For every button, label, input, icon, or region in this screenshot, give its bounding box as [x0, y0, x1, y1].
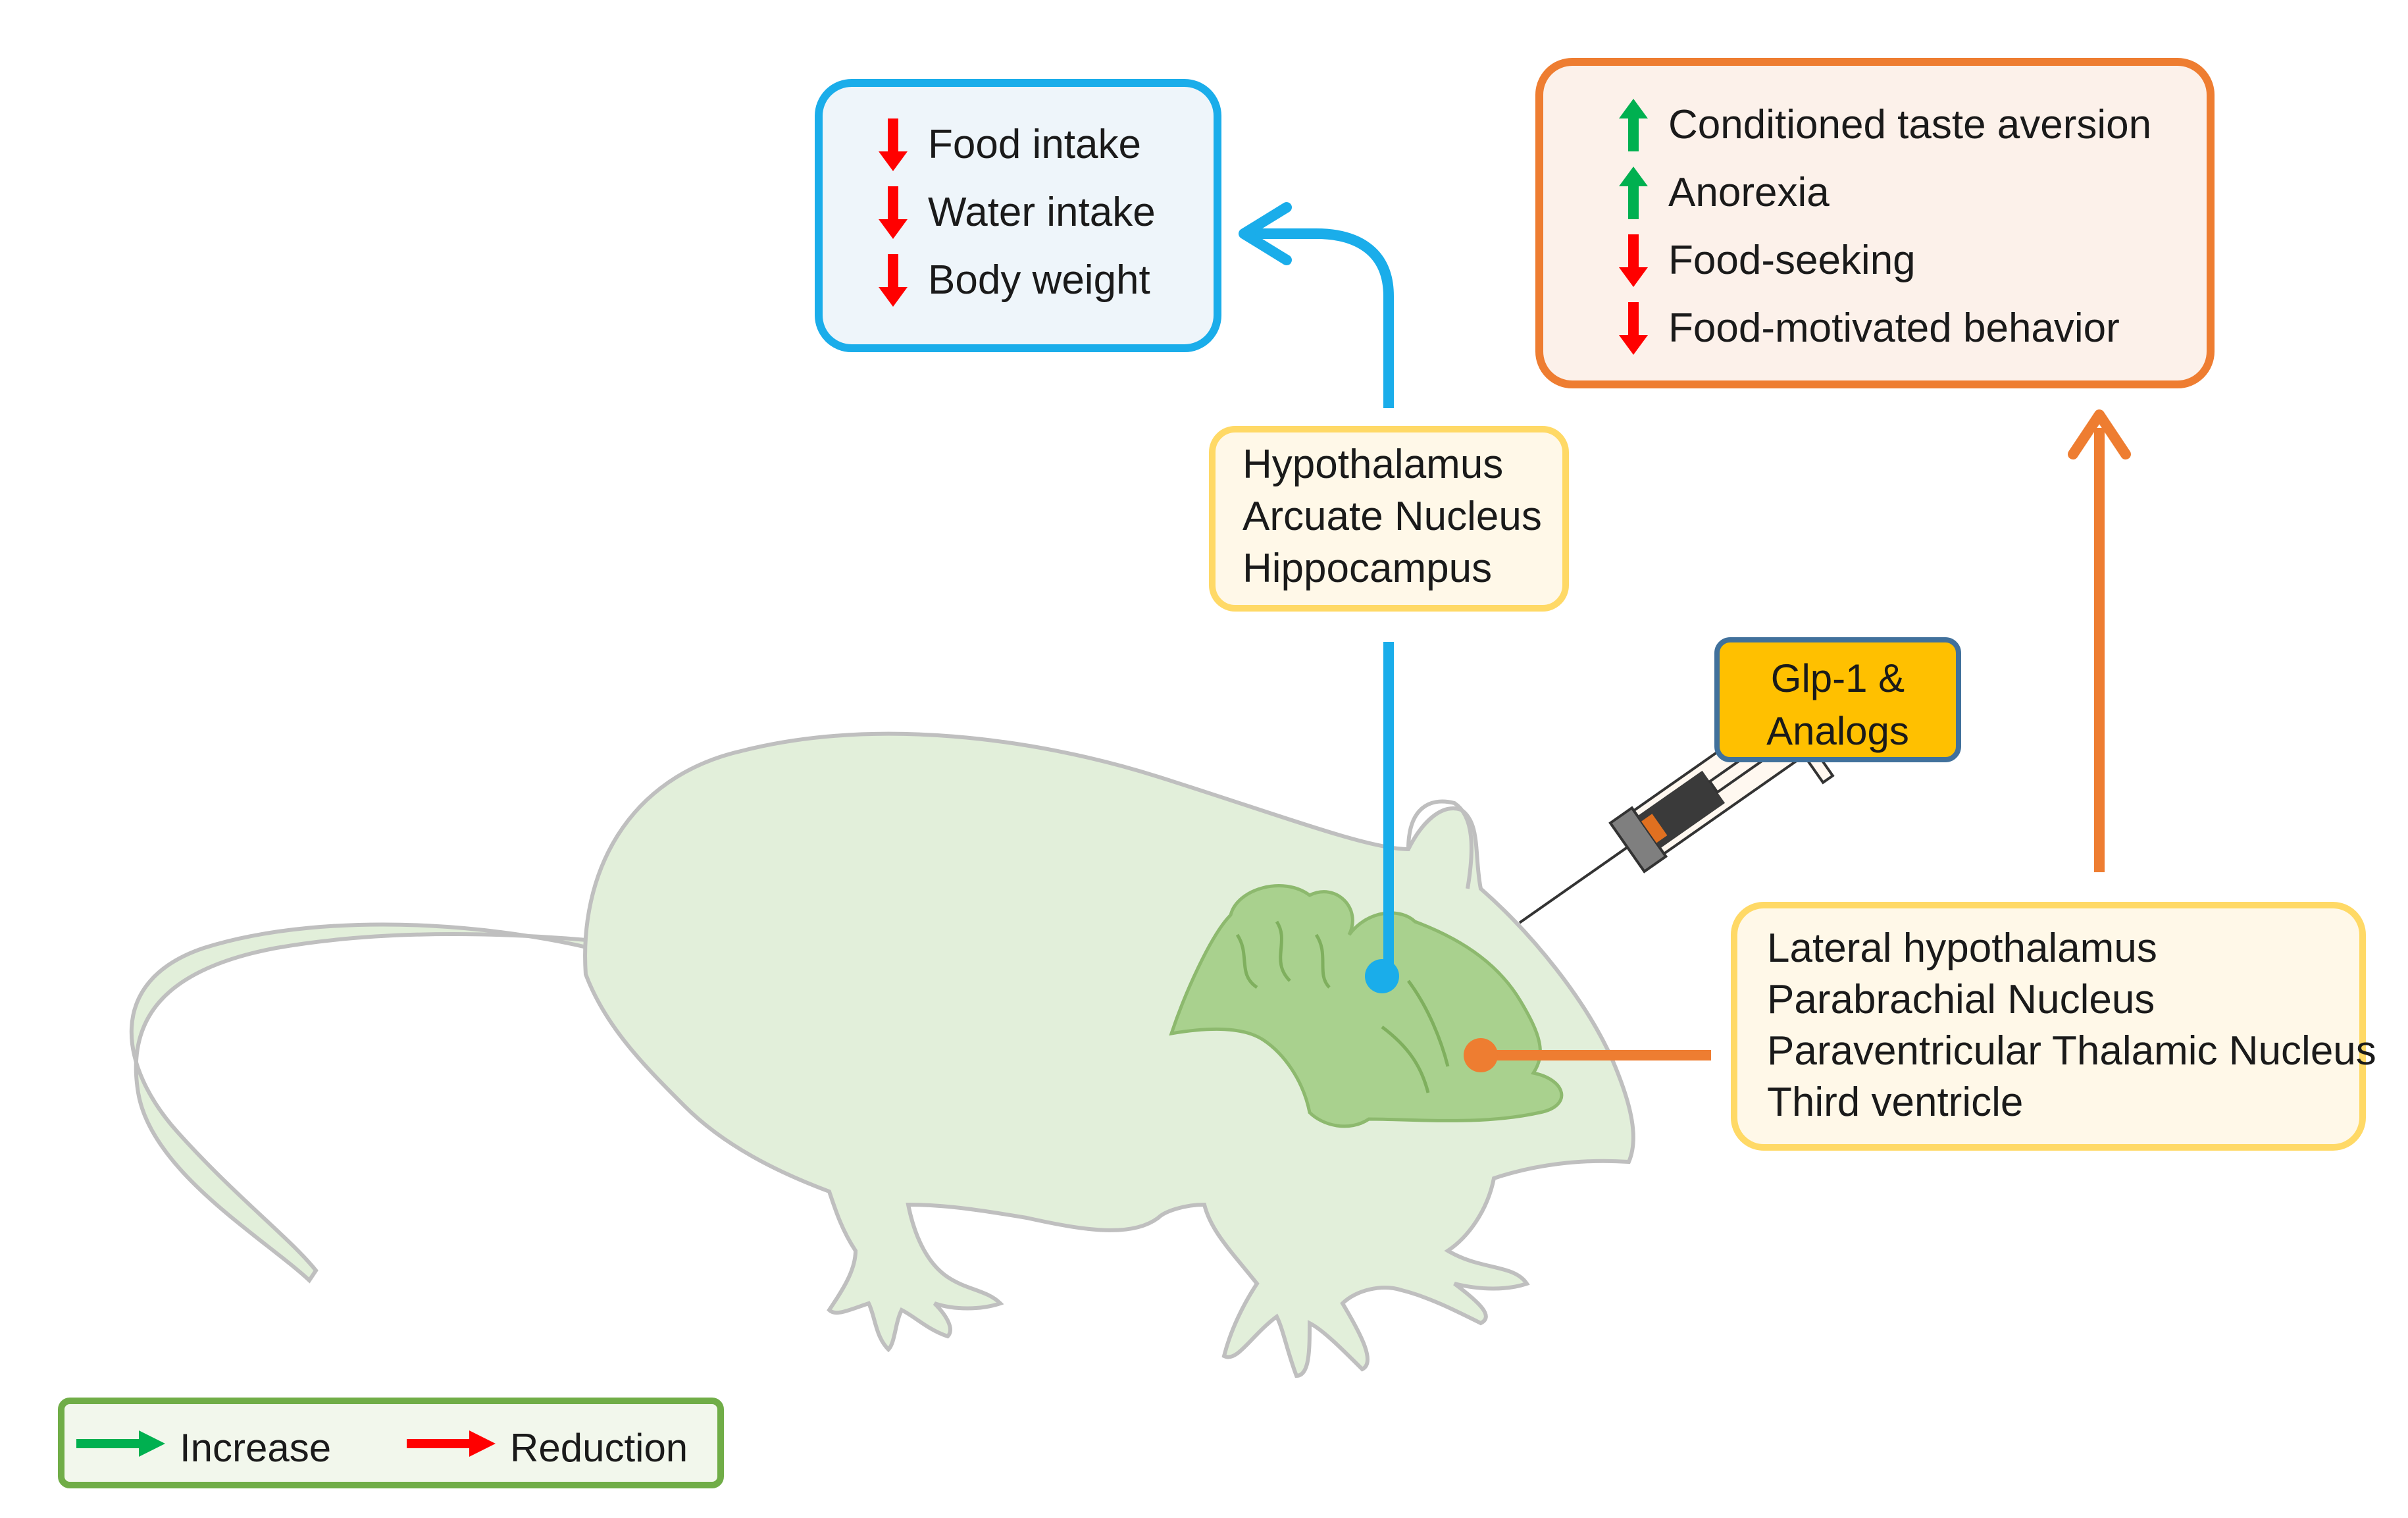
increase-arrow-icon — [1619, 99, 1648, 151]
legend-reduction-label: Reduction — [510, 1426, 688, 1470]
reduction-arrow-icon — [1619, 302, 1648, 355]
blue-connector — [1239, 202, 1399, 993]
blue-region: Hippocampus — [1242, 546, 1493, 591]
reduction-arrow-icon — [407, 1430, 496, 1457]
increase-arrow-icon — [1619, 167, 1648, 219]
rat-illustration — [129, 731, 1635, 1378]
orange-effect-label: Conditioned taste aversion — [1668, 102, 2152, 147]
rat-ear — [1406, 799, 1473, 889]
reduction-arrow-icon — [879, 254, 908, 307]
orange-effect-label: Anorexia — [1668, 170, 1830, 215]
glp1-box: Glp-1 & Analogs — [1714, 637, 1961, 762]
reduction-arrow-icon — [879, 186, 908, 239]
blue-effect-label: Food intake — [928, 122, 1141, 167]
blue-effect-label: Body weight — [928, 257, 1150, 303]
blue-effects-box — [815, 79, 1221, 352]
legend-increase-label: Increase — [180, 1426, 332, 1470]
blue-effect-label: Water intake — [928, 190, 1156, 235]
reduction-arrow-icon — [879, 118, 908, 171]
legend-box: Increase Reduction — [58, 1398, 724, 1488]
reduction-arrow-icon — [1619, 234, 1648, 287]
orange-region: Third ventricle — [1767, 1080, 2024, 1125]
orange-effects-box — [1535, 58, 2215, 388]
orange-effect-label: Food-seeking — [1668, 238, 1916, 283]
rat-brain — [1169, 884, 1564, 1128]
blue-region: Hypothalamus — [1242, 442, 1504, 487]
increase-arrow-icon — [76, 1430, 165, 1457]
rat-tail — [129, 922, 660, 1284]
orange-region: Parabrachial Nucleus — [1767, 977, 2155, 1022]
glp1-line1: Glp-1 & — [1770, 656, 1905, 700]
glp1-line2: Analogs — [1766, 709, 1909, 753]
brain-folds — [1235, 920, 1450, 1093]
region-box-hypothalamus — [1209, 426, 1569, 612]
orange-effect-label: Food-motivated behavior — [1668, 305, 2120, 351]
orange-region: Paraventricular Thalamic Nucleus — [1767, 1028, 2376, 1074]
orange-connector — [1464, 409, 2131, 1072]
orange-region: Lateral hypothalamus — [1767, 926, 2157, 971]
blue-region: Arcuate Nucleus — [1242, 494, 1542, 539]
region-box-lateral — [1731, 902, 2366, 1151]
